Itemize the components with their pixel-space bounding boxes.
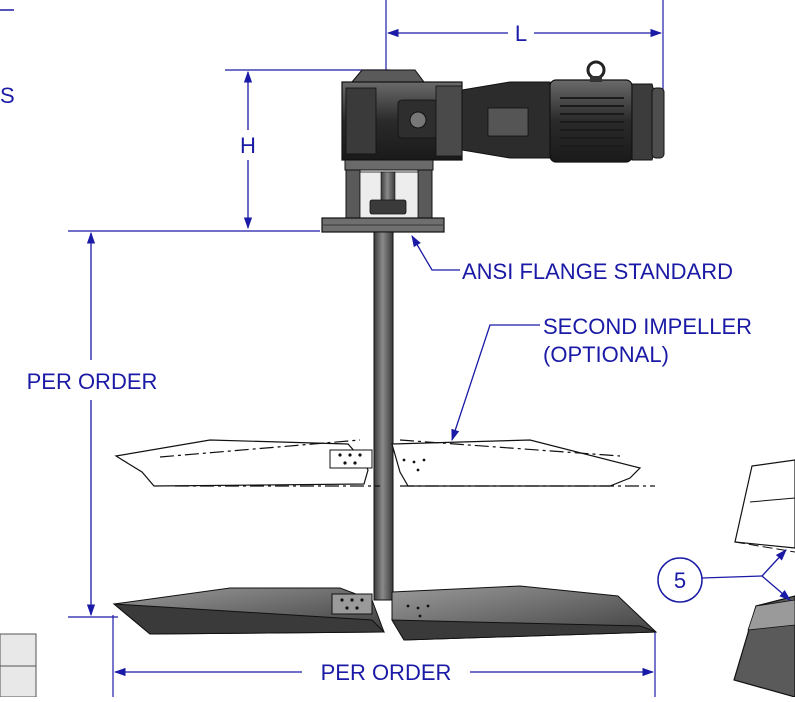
impeller-diameter-label: PER ORDER bbox=[321, 660, 452, 685]
cropped-box-bottom-left bbox=[0, 633, 37, 698]
second-impeller-callout: SECOND IMPELLER (OPTIONAL) bbox=[451, 314, 752, 442]
main-impeller bbox=[112, 585, 658, 641]
second-impeller-optional bbox=[114, 439, 655, 487]
second-impeller-callout-line1: SECOND IMPELLER bbox=[543, 314, 752, 339]
cropped-top-left-fragment: S bbox=[0, 9, 15, 108]
balloon-circle bbox=[657, 557, 703, 603]
cropped-letter: S bbox=[0, 83, 15, 108]
balloon-number: 5 bbox=[674, 568, 686, 593]
agitator-shaft bbox=[373, 231, 394, 601]
flange-callout-text: ANSI FLANGE STANDARD bbox=[462, 259, 733, 284]
shaft-length-label: PER ORDER bbox=[27, 369, 158, 394]
length-label: L bbox=[515, 21, 527, 46]
shaft-length-dimension: PER ORDER bbox=[27, 230, 320, 618]
length-dimension: L bbox=[385, 0, 664, 90]
flange-callout: ANSI FLANGE STANDARD bbox=[411, 234, 733, 284]
height-label: H bbox=[240, 133, 256, 158]
impeller-diameter-dimension: PER ORDER bbox=[112, 615, 656, 697]
detail-view-cropped: 5 bbox=[657, 459, 795, 698]
second-impeller-callout-line2: (OPTIONAL) bbox=[543, 342, 669, 367]
gearbox-motor-assembly bbox=[321, 60, 665, 233]
